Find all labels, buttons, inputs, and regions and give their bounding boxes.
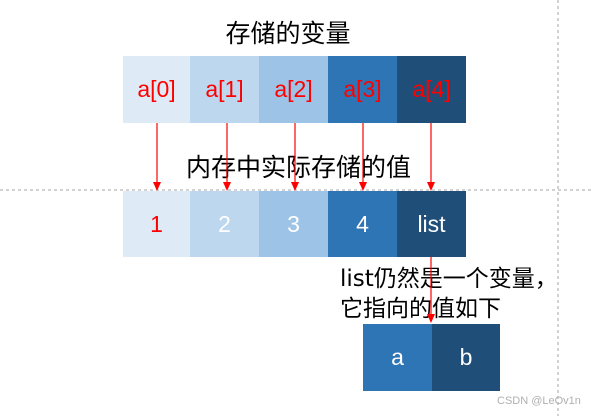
value-box-1: 1	[123, 191, 190, 257]
stored-values-title: 内存中实际存储的值	[186, 153, 412, 182]
value-box-2: 2	[190, 191, 259, 257]
variable-box-a4: a[4]	[397, 56, 466, 123]
arrow-a4-to-value	[427, 123, 435, 191]
list-item-box-b: b	[432, 324, 500, 391]
variable-box-a1: a[1]	[190, 56, 259, 123]
variable-box-a0: a[0]	[123, 56, 190, 123]
arrow-a0-to-value	[153, 123, 161, 191]
value-box-list: list	[397, 191, 466, 257]
note-line-1: list仍然是一个变量，	[340, 266, 558, 292]
value-box-4: 4	[328, 191, 397, 257]
value-box-3: 3	[259, 191, 328, 257]
variables-title: 存储的变量	[225, 19, 351, 48]
variable-box-a2: a[2]	[259, 56, 328, 123]
watermark: CSDN @LeOv1n	[497, 395, 581, 407]
note-line-2: 它指向的值如下	[340, 296, 501, 322]
list-item-box-a: a	[363, 324, 432, 391]
variable-box-a3: a[3]	[328, 56, 397, 123]
